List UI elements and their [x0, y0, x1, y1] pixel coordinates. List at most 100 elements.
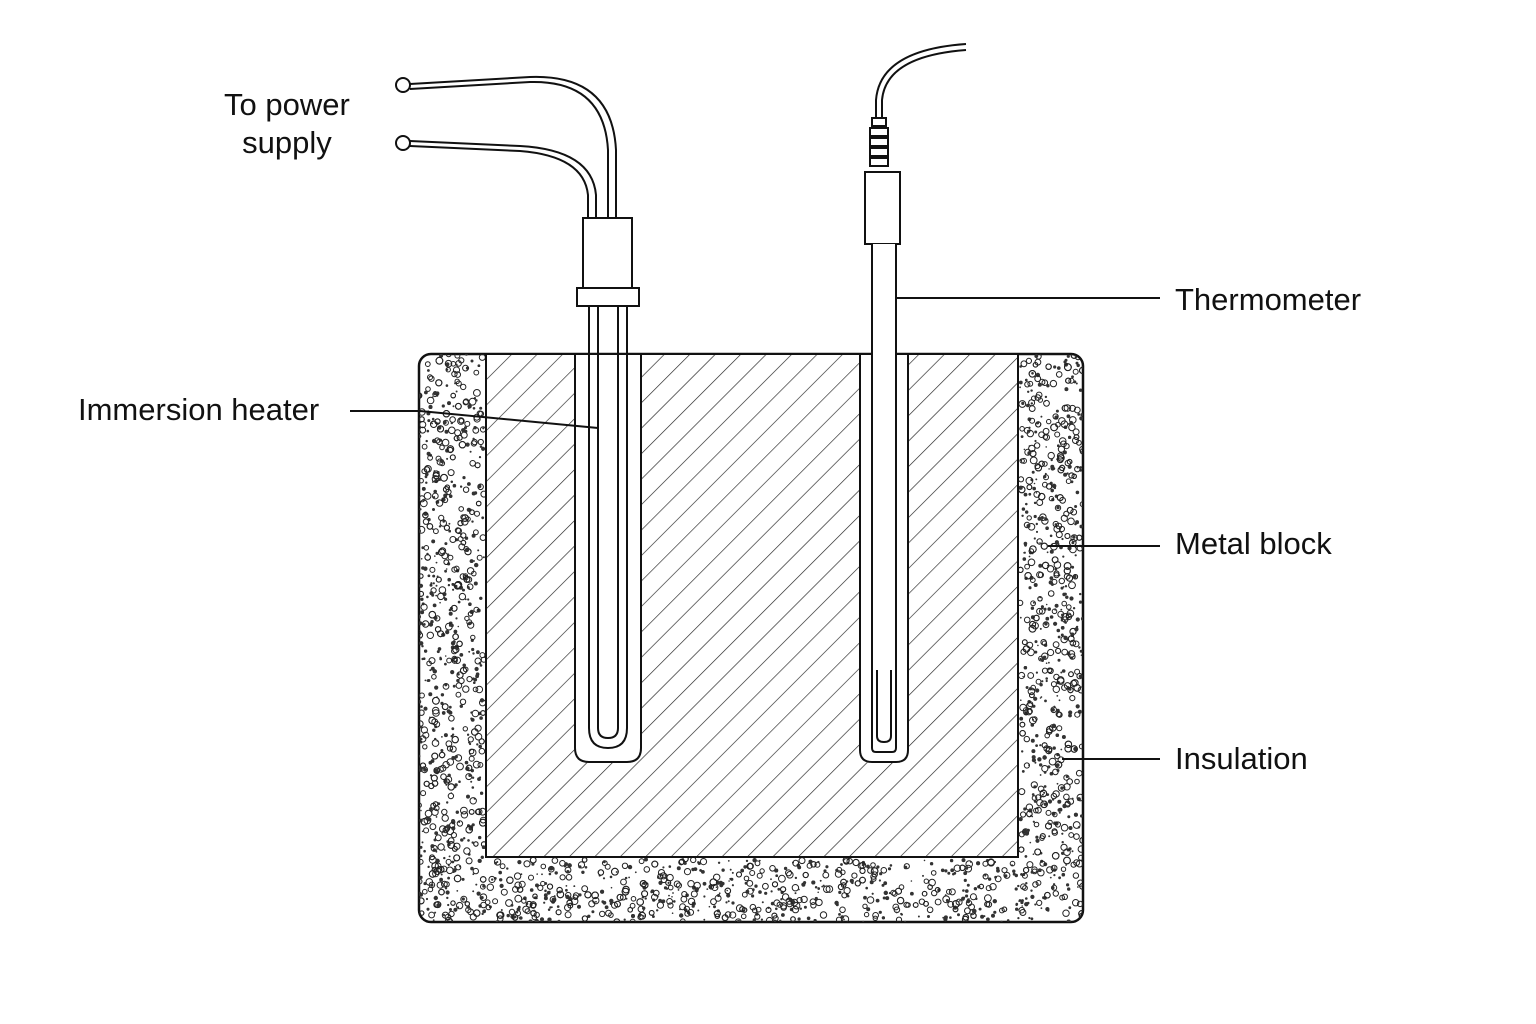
- insulation-speckle: [1024, 831, 1030, 836]
- insulation-speckle: [477, 762, 484, 768]
- insulation-speckle: [754, 860, 761, 867]
- insulation-speckle: [465, 764, 473, 772]
- insulation-speckle: [541, 873, 543, 876]
- insulation-speckle: [746, 880, 754, 887]
- insulation-speckle: [843, 887, 851, 895]
- insulation-speckle: [433, 767, 441, 774]
- insulation-speckle: [445, 354, 452, 358]
- insulation-speckle: [1033, 696, 1038, 701]
- insulation-speckle: [529, 901, 537, 909]
- insulation-speckle: [1022, 675, 1024, 678]
- insulation-speckle: [419, 630, 422, 636]
- insulation-speckle: [1060, 671, 1063, 674]
- insulation-speckle: [1020, 899, 1024, 903]
- insulation-speckle: [435, 561, 438, 564]
- insulation-speckle: [679, 903, 687, 911]
- insulation-speckle: [424, 809, 433, 818]
- insulation-speckle: [587, 914, 591, 918]
- insulation-speckle: [430, 844, 435, 849]
- insulation-speckle: [429, 823, 437, 831]
- insulation-speckle: [546, 883, 554, 890]
- insulation-speckle: [1032, 820, 1035, 823]
- insulation-speckle: [1045, 603, 1048, 606]
- insulation-speckle: [447, 876, 450, 880]
- insulation-speckle: [453, 656, 461, 664]
- insulation-speckle: [514, 915, 517, 919]
- insulation-speckle: [717, 861, 721, 864]
- insulation-speckle: [441, 404, 445, 408]
- insulation-speckle: [660, 876, 668, 884]
- insulation-speckle: [957, 913, 960, 917]
- insulation-speckle: [464, 426, 467, 430]
- leader-lines: [350, 297, 1160, 760]
- insulation-speckle: [469, 742, 472, 746]
- insulation-speckle: [565, 874, 573, 881]
- insulation-speckle: [441, 711, 446, 715]
- insulation-speckle: [419, 508, 422, 511]
- insulation-speckle: [810, 861, 817, 868]
- insulation-speckle: [1056, 695, 1059, 697]
- insulation-speckle: [528, 874, 534, 881]
- insulation-speckle: [1054, 504, 1062, 512]
- insulation-speckle: [452, 588, 455, 591]
- insulation-speckle: [1017, 917, 1020, 920]
- insulation-speckle: [1039, 789, 1048, 798]
- insulation-speckle: [523, 860, 531, 868]
- insulation-speckle: [419, 818, 423, 823]
- insulation-speckle: [1024, 572, 1032, 580]
- insulation-speckle: [1063, 774, 1070, 781]
- insulation-speckle: [456, 906, 460, 909]
- insulation-speckle: [1068, 435, 1072, 439]
- insulation-speckle: [591, 910, 595, 914]
- insulation-speckle: [1078, 600, 1083, 604]
- insulation-speckle: [456, 679, 460, 683]
- insulation-speckle: [458, 592, 467, 601]
- insulation-speckle: [1075, 490, 1080, 495]
- insulation-speckle: [447, 554, 454, 561]
- insulation-speckle: [461, 897, 465, 901]
- insulation-speckle: [463, 847, 471, 855]
- insulation-speckle: [952, 873, 955, 876]
- insulation-speckle: [443, 559, 450, 565]
- insulation-speckle: [443, 856, 446, 860]
- insulation-speckle: [427, 419, 431, 423]
- insulation-speckle: [1020, 699, 1022, 701]
- insulation-speckle: [479, 652, 486, 659]
- insulation-speckle: [419, 631, 424, 639]
- insulation-speckle: [448, 715, 455, 722]
- insulation-speckle: [423, 623, 426, 626]
- insulation-speckle: [1073, 434, 1080, 441]
- insulation-speckle: [482, 909, 486, 914]
- insulation-speckle: [1068, 832, 1075, 838]
- insulation-speckle: [457, 417, 465, 425]
- insulation-speckle: [1079, 445, 1083, 453]
- insulation-speckle: [450, 900, 456, 906]
- insulation-speckle: [1035, 391, 1043, 399]
- insulation-speckle: [437, 548, 446, 557]
- insulation-speckle: [440, 873, 443, 876]
- insulation-speckle: [1021, 905, 1023, 907]
- insulation-speckle: [432, 919, 435, 922]
- insulation-speckle: [1022, 557, 1027, 561]
- insulation-speckle: [703, 918, 706, 921]
- insulation-speckle: [1041, 517, 1049, 525]
- insulation-speckle: [452, 871, 455, 873]
- insulation-speckle: [728, 880, 730, 882]
- insulation-speckle: [996, 868, 1000, 873]
- insulation-speckle: [604, 905, 609, 910]
- insulation-speckle: [595, 901, 597, 903]
- insulation-speckle: [1064, 387, 1069, 392]
- insulation-speckle: [419, 897, 425, 905]
- insulation-speckle: [1049, 876, 1052, 879]
- insulation-speckle: [1060, 866, 1067, 872]
- insulation-speckle: [474, 562, 479, 568]
- insulation-speckle: [465, 825, 474, 834]
- insulation-speckle: [889, 864, 893, 867]
- insulation-speckle: [1078, 674, 1083, 679]
- insulation-speckle: [749, 870, 756, 876]
- insulation-speckle: [431, 539, 436, 544]
- insulation-speckle: [740, 868, 744, 873]
- insulation-speckle: [989, 883, 997, 891]
- insulation-speckle: [446, 896, 449, 900]
- insulation-speckle: [1014, 873, 1018, 878]
